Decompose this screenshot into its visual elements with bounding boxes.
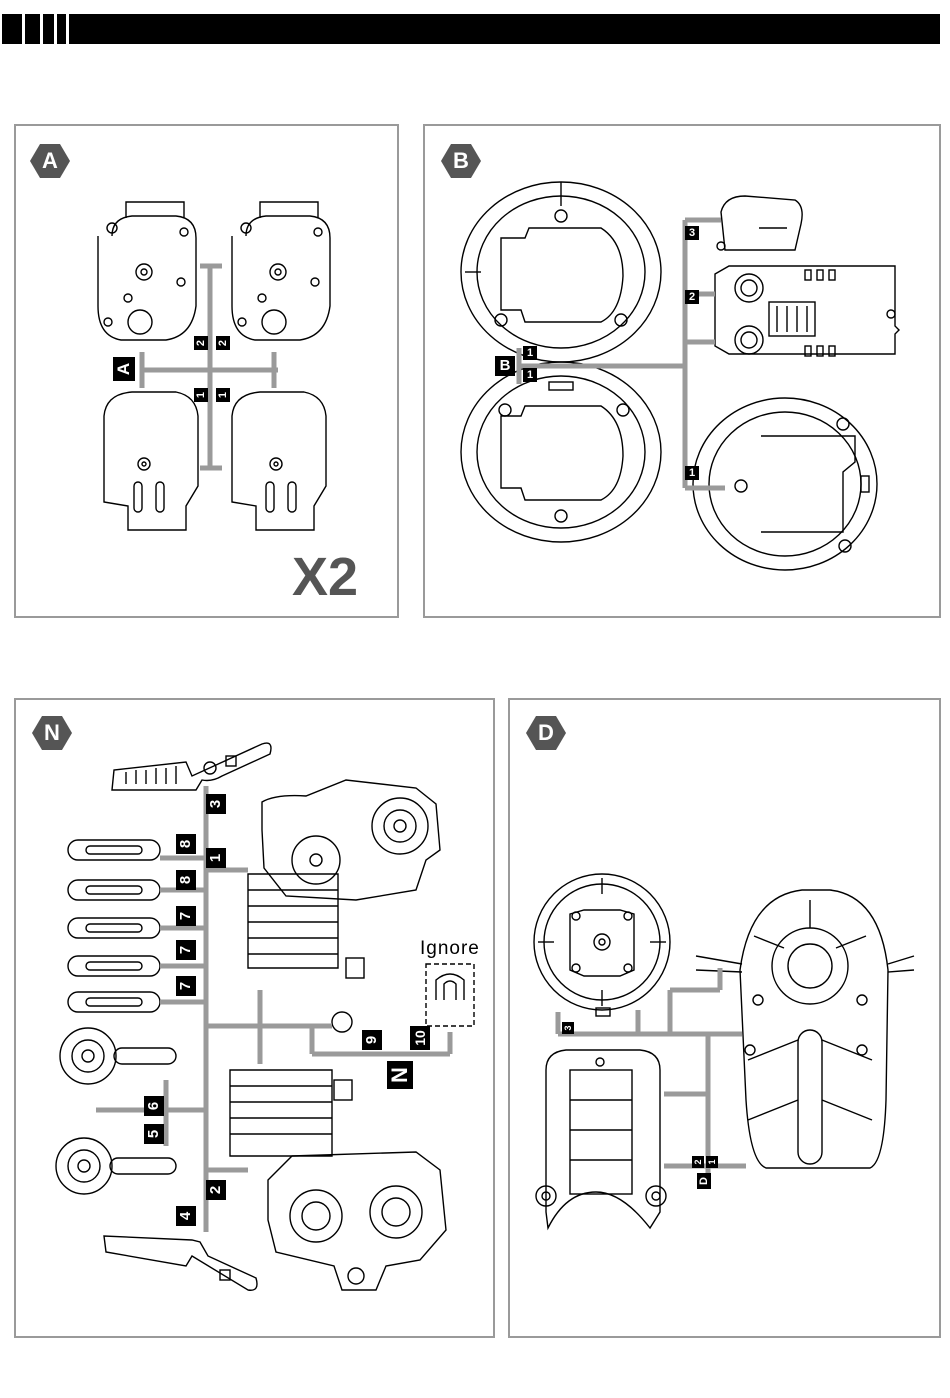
part-number: 3 [685,226,699,240]
sprue-n-drawing [16,700,493,1336]
part-number: 4 [176,1206,196,1226]
part-number: 9 [362,1030,382,1050]
panel-a-badge-letter: A [30,144,70,178]
part-number: 3 [562,1022,574,1034]
header-stripe [40,14,43,44]
sprue-d-drawing [510,700,939,1336]
sprue-a-drawing [16,126,397,616]
panel-d-badge-letter: D [526,716,566,750]
header-stripe [66,14,69,44]
sprue-label: B [495,356,515,376]
part-number: 2 [692,1156,704,1168]
header-stripe [22,14,25,44]
part-number: 1 [706,1156,718,1168]
panel-b-badge-letter: B [441,144,481,178]
part-number: 1 [523,368,537,382]
part-number: 2 [216,336,230,350]
part-number: 1 [685,466,699,480]
ignore-label: Ignore [420,938,480,960]
part-number: 7 [176,906,196,926]
sprue-label: N [387,1061,413,1089]
panel-n: N 3 8 1 8 7 7 7 6 5 2 4 9 10 N Ignore [14,698,495,1338]
panel-b-badge: B [441,144,481,178]
panel-a-badge: A [30,144,70,178]
sprue-label: D [697,1173,711,1189]
part-number: 7 [176,940,196,960]
part-number: 1 [194,388,208,402]
part-number: 10 [410,1026,430,1050]
part-number: 5 [144,1124,164,1144]
part-number: 8 [176,834,196,854]
part-number: 2 [206,1180,226,1200]
panel-n-badge: N [32,716,72,750]
quantity-multiplier: X2 [292,546,358,608]
part-number: 6 [144,1096,164,1116]
panel-d: D 3 2 1 D [508,698,941,1338]
part-number: 3 [206,794,226,814]
part-number: 7 [176,976,196,996]
part-number: 2 [685,290,699,304]
part-number: 8 [176,870,196,890]
header-bar [2,14,940,44]
panel-n-badge-letter: N [32,716,72,750]
part-number: 2 [194,336,208,350]
part-number: 1 [206,848,226,868]
panel-a: A 2 2 1 1 A X2 [14,124,399,618]
panel-d-badge: D [526,716,566,750]
part-number: 1 [523,346,537,360]
sprue-label: A [113,357,135,381]
part-number: 1 [216,388,230,402]
panel-b: B 3 2 1 1 1 B [423,124,941,618]
header-stripe [54,14,57,44]
